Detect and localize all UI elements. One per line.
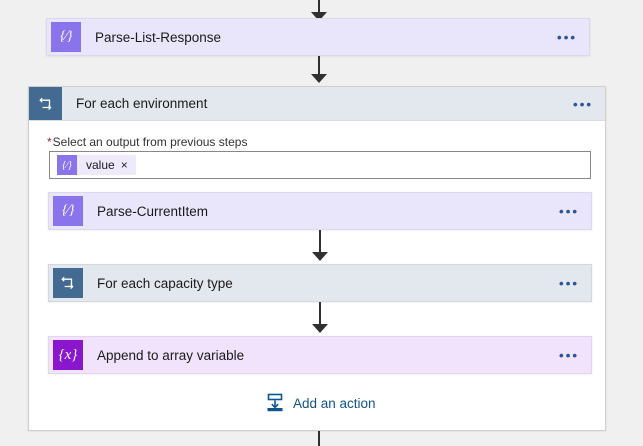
action-card-title: Parse-List-Response <box>95 29 222 45</box>
add-an-action-label: Add an action <box>293 396 376 411</box>
connector-arrow-top <box>311 12 327 21</box>
action-card-parse-currentitem[interactable]: {∕} Parse-CurrentItem ••• <box>48 192 592 230</box>
action-card-overflow-menu[interactable]: ••• <box>556 29 577 45</box>
parse-json-icon-glyph: {∕} <box>62 159 72 171</box>
connector-line-child-2 <box>319 302 321 327</box>
token-label: value <box>86 158 115 172</box>
token-chip-value[interactable]: {∕} value × <box>57 155 136 175</box>
variable-icon: {x} <box>53 340 83 370</box>
close-icon[interactable]: × <box>120 158 128 172</box>
action-card-for-each-capacity-type[interactable]: For each capacity type ••• <box>48 264 592 302</box>
insert-action-icon <box>265 392 285 415</box>
foreach-loop-icon <box>29 87 62 120</box>
parse-json-icon: {∕} <box>57 155 77 175</box>
scope-for-each-environment[interactable]: For each environment ••• *Select an outp… <box>28 86 606 431</box>
action-card-overflow-menu[interactable]: ••• <box>558 203 579 219</box>
field-label-select-output: *Select an output from previous steps <box>47 135 247 149</box>
scope-title: For each environment <box>76 96 208 111</box>
connector-line-child-1 <box>319 230 321 255</box>
scope-overflow-menu[interactable]: ••• <box>572 95 593 112</box>
action-card-parse-list-response[interactable]: {∕} Parse-List-Response ••• <box>46 18 590 56</box>
action-card-append-to-array-variable[interactable]: {x} Append to array variable ••• <box>48 336 592 374</box>
parse-json-icon-glyph: {∕} <box>59 29 73 44</box>
action-card-overflow-menu[interactable]: ••• <box>558 347 579 363</box>
add-an-action-button[interactable]: Add an action <box>265 392 376 415</box>
variable-icon-glyph: {x} <box>58 346 78 363</box>
parse-json-icon: {∕} <box>53 196 83 226</box>
connector-line-top <box>318 0 320 16</box>
parse-json-icon-glyph: {∕} <box>61 203 75 218</box>
connector-line-bottom <box>318 431 320 446</box>
action-card-title: Append to array variable <box>97 347 245 363</box>
connector-arrow-child-2 <box>312 324 328 333</box>
select-output-input[interactable]: {∕} value × <box>49 151 591 179</box>
connector-arrow-to-scope <box>311 74 327 83</box>
action-card-title: For each capacity type <box>97 275 233 291</box>
parse-json-icon: {∕} <box>51 22 81 52</box>
field-label-text: Select an output from previous steps <box>52 135 248 149</box>
action-card-overflow-menu[interactable]: ••• <box>558 275 579 291</box>
connector-line-to-scope <box>318 56 320 77</box>
connector-arrow-child-1 <box>312 252 328 261</box>
scope-header[interactable]: For each environment ••• <box>29 87 605 121</box>
required-asterisk: * <box>47 135 52 149</box>
foreach-loop-icon <box>53 268 83 298</box>
action-card-title: Parse-CurrentItem <box>97 203 209 219</box>
